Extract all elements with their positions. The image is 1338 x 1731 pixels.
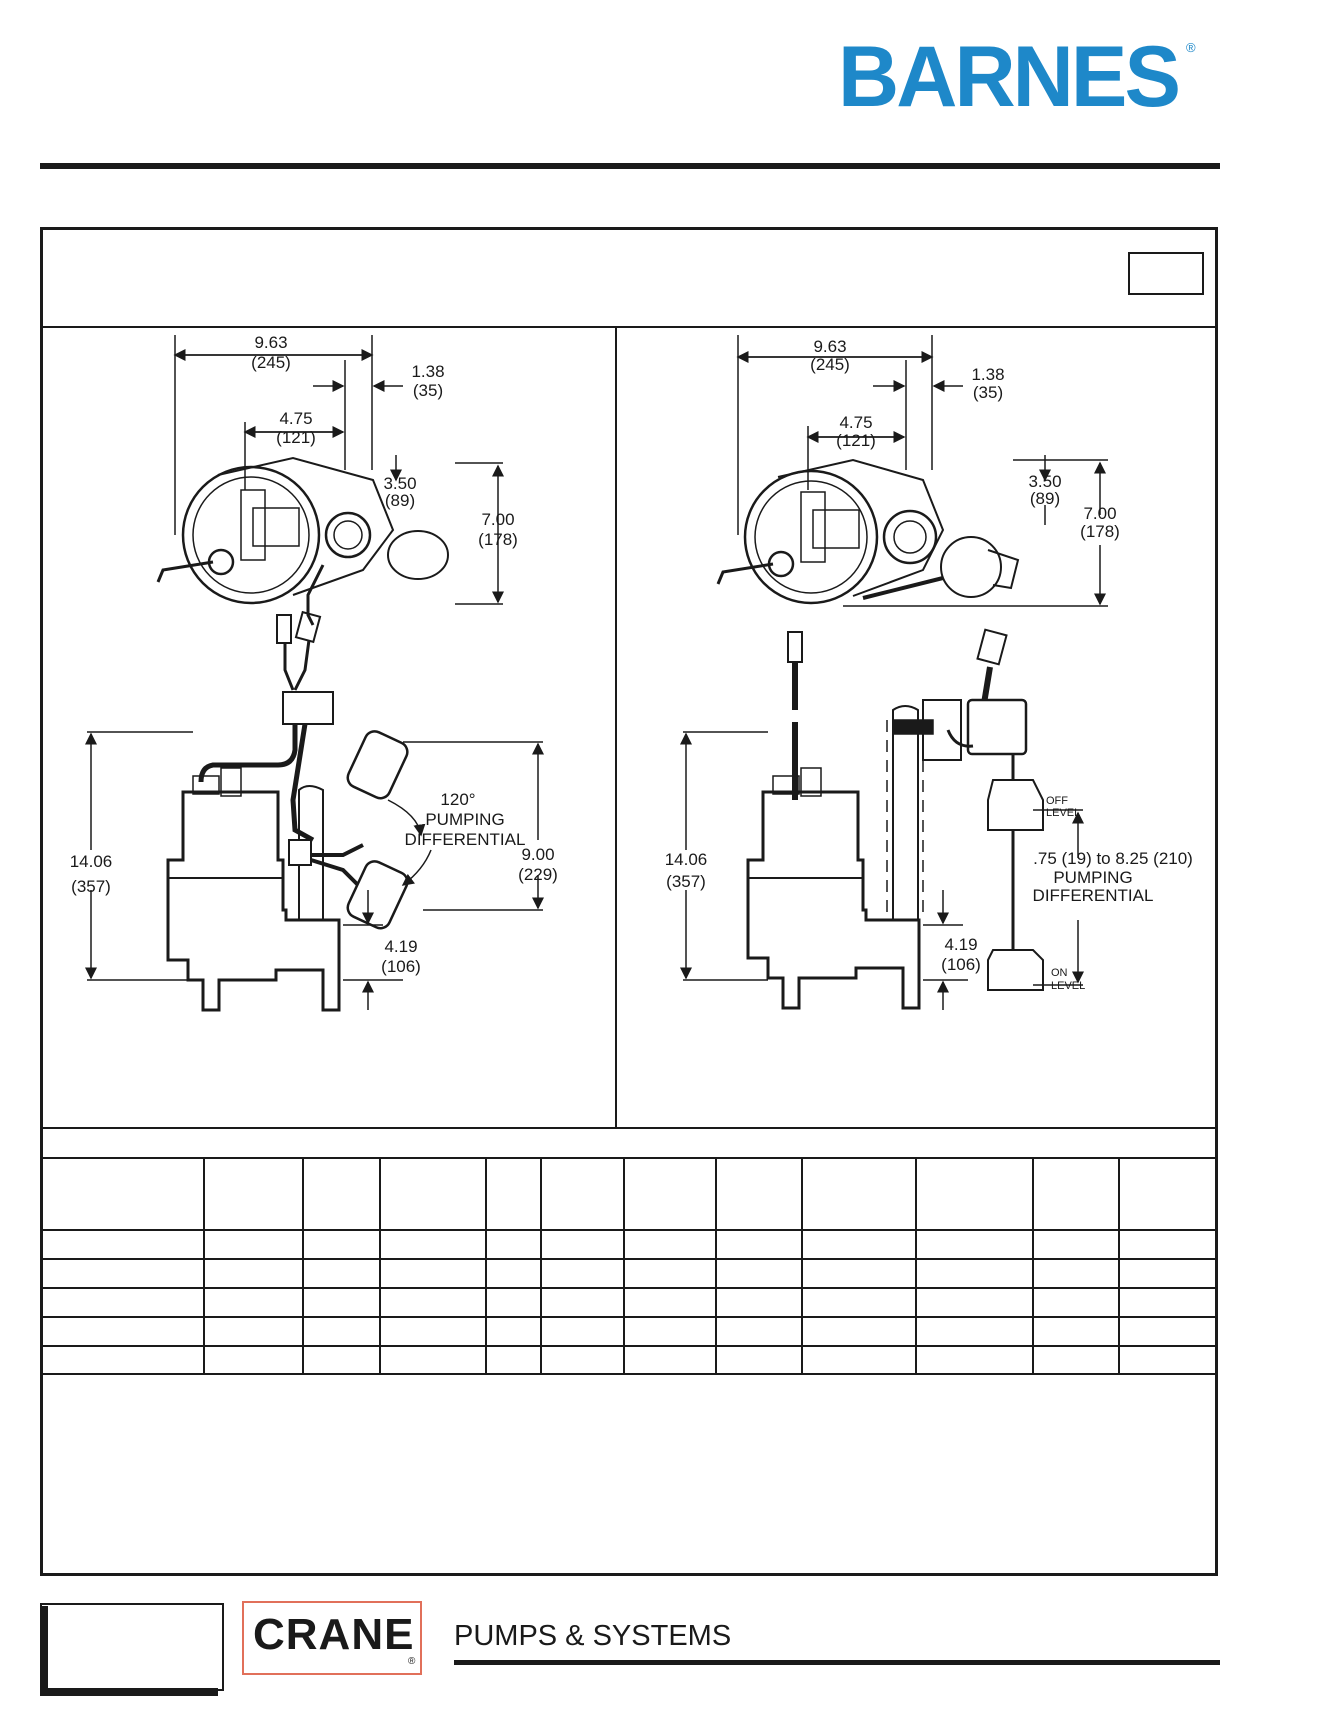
svg-text:(35): (35) — [413, 381, 443, 400]
svg-text:ON: ON — [1051, 967, 1068, 979]
svg-text:120°: 120° — [440, 790, 475, 809]
brand-name: BARNES — [838, 29, 1178, 122]
svg-text:DIFFERENTIAL: DIFFERENTIAL — [1033, 886, 1154, 905]
title-divider — [43, 326, 1215, 328]
footer-page-box — [40, 1603, 224, 1691]
svg-text:(89): (89) — [385, 491, 415, 510]
svg-text:(245): (245) — [810, 355, 850, 374]
svg-text:9.63: 9.63 — [813, 337, 846, 356]
barnes-logo: BARNES ® — [838, 22, 1208, 125]
svg-text:LEVEL: LEVEL — [1046, 807, 1080, 819]
brand-reg: ® — [1186, 40, 1196, 55]
right-drawing — [680, 335, 1108, 1010]
svg-text:7.00: 7.00 — [1083, 504, 1116, 523]
left-drawing — [85, 335, 544, 1012]
svg-text:9.63: 9.63 — [254, 333, 287, 352]
svg-text:(178): (178) — [478, 530, 518, 549]
svg-text:PUMPING: PUMPING — [1053, 868, 1132, 887]
drawing-bottom-divider — [43, 1127, 1215, 1129]
svg-text:(245): (245) — [251, 353, 291, 372]
svg-text:9.00: 9.00 — [521, 845, 554, 864]
svg-text:1.38: 1.38 — [971, 365, 1004, 384]
pump-body-left — [166, 767, 341, 1012]
pump-body-right — [746, 767, 921, 1010]
svg-text:OFF: OFF — [1046, 795, 1068, 807]
spec-table — [43, 1157, 1215, 1375]
drawing-divider — [615, 327, 617, 1128]
svg-text:(178): (178) — [1080, 522, 1120, 541]
crane-logo-box — [242, 1601, 422, 1675]
right-labels: 9.63 (245) 1.38 (35) 4.75 (121) 3.50 (89… — [665, 337, 1193, 992]
crane-logo: CRANE — [253, 1610, 415, 1659]
svg-text:7.00: 7.00 — [481, 510, 514, 529]
svg-text:4.75: 4.75 — [839, 413, 872, 432]
svg-text:(89): (89) — [1030, 489, 1060, 508]
pump-drawings: 9.63 (245) 1.38 (35) 4.75 (121) 3.50 (89… — [70, 333, 1193, 1012]
spec-frame — [40, 227, 1218, 1576]
power-plugs — [198, 610, 334, 843]
svg-text:1.38: 1.38 — [411, 362, 444, 381]
svg-text:3.50: 3.50 — [383, 474, 416, 493]
svg-text:(229): (229) — [518, 865, 558, 884]
svg-text:4.19: 4.19 — [944, 935, 977, 954]
svg-text:.75 (19) to 8.25 (210): .75 (19) to 8.25 (210) — [1033, 849, 1193, 868]
svg-text:(357): (357) — [71, 877, 111, 896]
svg-text:(121): (121) — [836, 431, 876, 450]
svg-text:14.06: 14.06 — [665, 850, 708, 869]
crane-logo-reg: ® — [408, 1656, 416, 1667]
left-labels: 9.63 (245) 1.38 (35) 4.75 (121) 3.50 (89… — [70, 333, 558, 976]
svg-text:4.75: 4.75 — [279, 409, 312, 428]
svg-text:DIFFERENTIAL: DIFFERENTIAL — [405, 830, 526, 849]
footer-page-box-shadow — [40, 1606, 218, 1696]
svg-text:LEVEL: LEVEL — [1051, 980, 1085, 992]
footer-rule — [454, 1660, 1220, 1665]
footer-tagline: PUMPS & SYSTEMS — [454, 1620, 732, 1652]
header-rule — [40, 163, 1220, 169]
svg-text:14.06: 14.06 — [70, 852, 113, 871]
svg-text:(357): (357) — [666, 872, 706, 891]
model-tag-box — [1128, 252, 1204, 295]
svg-text:(121): (121) — [276, 428, 316, 447]
svg-text:4.19: 4.19 — [384, 937, 417, 956]
svg-text:3.50: 3.50 — [1028, 472, 1061, 491]
svg-text:(35): (35) — [973, 383, 1003, 402]
svg-text:PUMPING: PUMPING — [425, 810, 504, 829]
svg-text:(106): (106) — [381, 957, 421, 976]
svg-text:(106): (106) — [941, 955, 981, 974]
